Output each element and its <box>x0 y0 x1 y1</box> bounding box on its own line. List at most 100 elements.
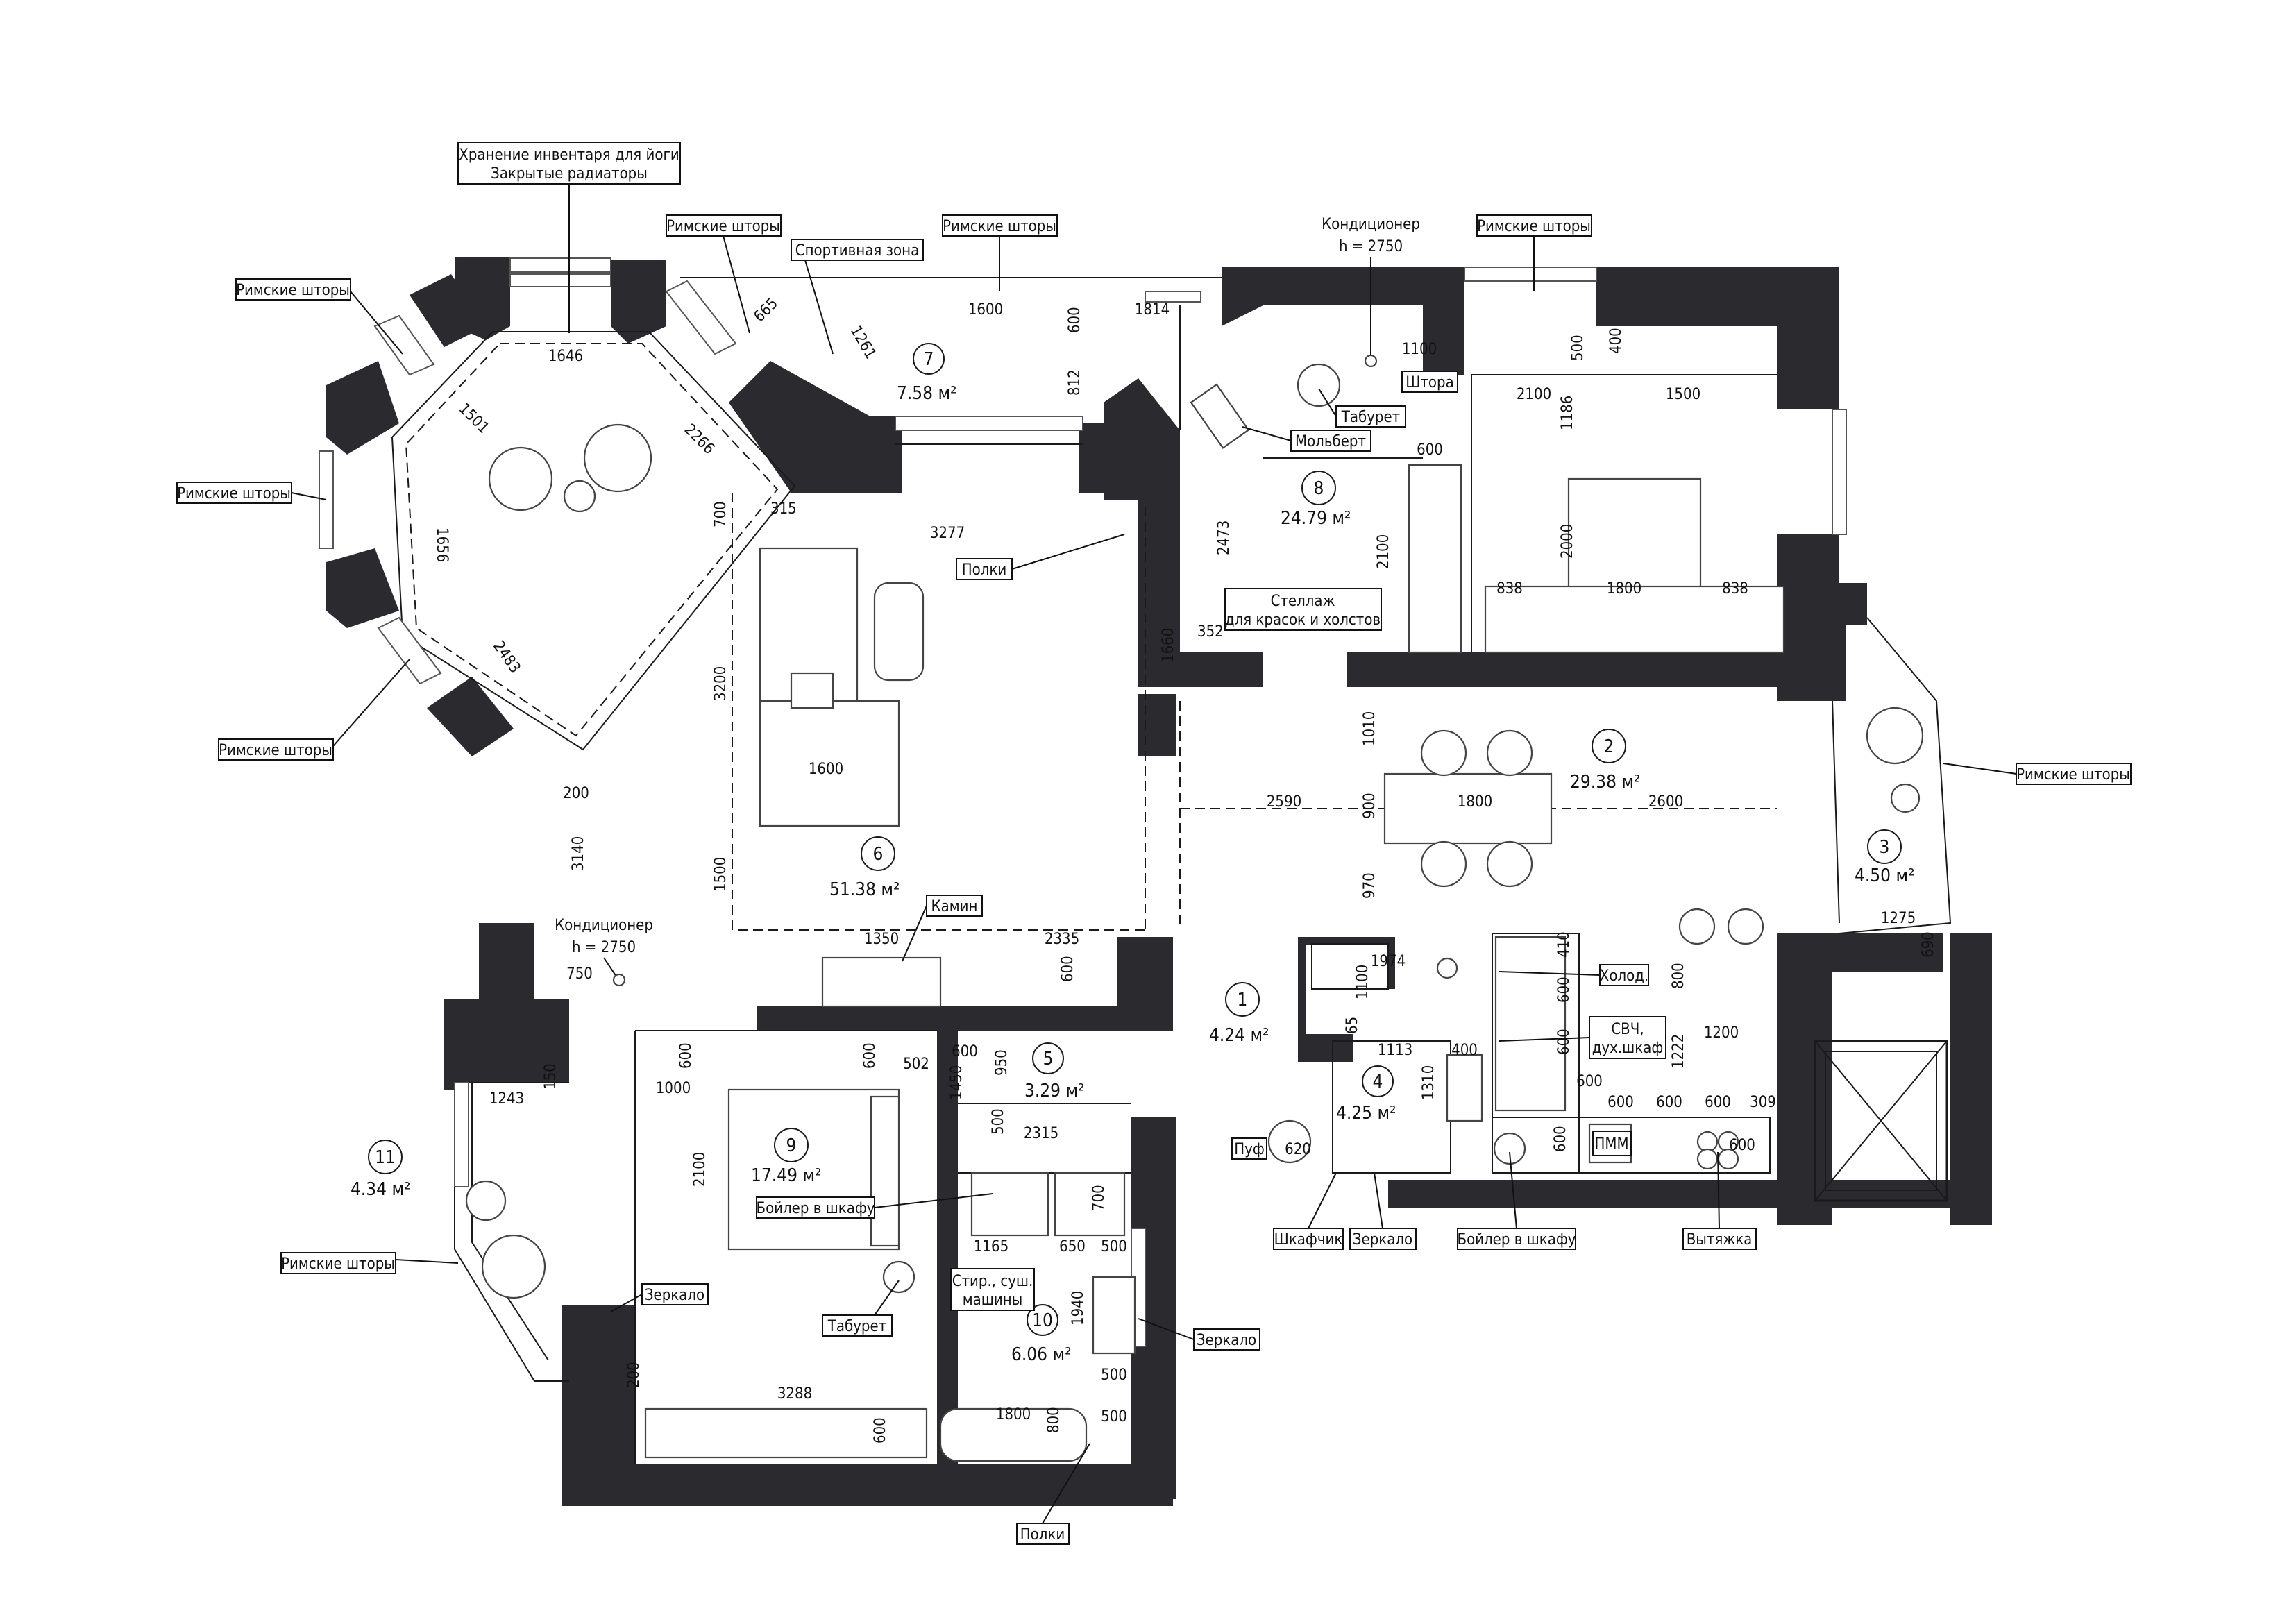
dim-text: 600 <box>1555 976 1573 1003</box>
room-8: 8 24.79 м² <box>1281 471 1351 529</box>
shelves-label: Полки <box>1020 1526 1065 1543</box>
dim-text: 838 <box>1722 580 1748 598</box>
dim-text: 3277 <box>930 525 965 542</box>
dim-text: 2100 <box>691 1152 709 1187</box>
dim-text: 1350 <box>864 931 899 948</box>
callout-cabinet: Шкафчик <box>1273 1172 1344 1250</box>
mirror-label: Зеркало <box>645 1287 704 1304</box>
boiler-label: Бойлер в шкафу <box>756 1200 875 1217</box>
room-11: 11 4.34 м² <box>351 1140 411 1200</box>
dim-text: 150 <box>542 1063 559 1090</box>
room-labels: 1 4.24 м² 2 29.38 м² 3 4.50 м² 4 4.25 м²… <box>351 343 1915 1365</box>
dim-text: 950 <box>993 1049 1011 1076</box>
dim-text: 1974 <box>1371 953 1406 970</box>
hood-label: Вытяжка <box>1687 1231 1753 1249</box>
dim-text: 1261 <box>847 323 879 362</box>
dim-text: 1100 <box>1402 341 1437 358</box>
room-3: 3 4.50 м² <box>1855 829 1915 886</box>
dim-text: 1000 <box>656 1080 691 1097</box>
dim-text: 812 <box>1066 369 1083 396</box>
dim-text: 600 <box>1607 1094 1634 1111</box>
room-9-number: 9 <box>786 1135 797 1156</box>
callout-pouf: Пуф <box>1231 1137 1267 1160</box>
room-5-number: 5 <box>1043 1049 1054 1069</box>
callout-roman-blinds-1: Римские шторы <box>666 214 782 334</box>
dim-text: 620 <box>1285 1141 1311 1158</box>
dim-text: 309 <box>1750 1094 1776 1111</box>
stool-label: Табурет <box>827 1318 886 1335</box>
callout-stool-8: Табурет <box>1318 388 1406 428</box>
sport-zone-label: Спортивная зона <box>795 242 919 260</box>
dim-text: 2100 <box>1517 386 1551 403</box>
fridge-label: Холод. <box>1600 967 1648 985</box>
dim-text: 1200 <box>1704 1024 1739 1042</box>
callout-ac-left: Кондиционер h = 2750 <box>555 917 653 987</box>
room-3-area: 4.50 м² <box>1855 865 1915 886</box>
callout-washer: Стир., суш. машины <box>950 1268 1035 1311</box>
callout-roman-blinds-5: Римские шторы <box>176 482 327 504</box>
cabinet-label: Шкафчик <box>1274 1231 1343 1249</box>
boiler-label: Бойлер в шкафу <box>1457 1231 1576 1249</box>
callout-rack: Стеллаж для красок и холстов <box>1224 588 1382 631</box>
roman-blinds-label: Римские шторы <box>236 282 350 299</box>
dim-text: 970 <box>1361 872 1378 899</box>
dim-text: 2100 <box>1375 534 1392 569</box>
rack-label: Стеллаж <box>1271 593 1335 610</box>
dim-text: 1501 <box>455 400 492 437</box>
roman-blinds-label: Римские шторы <box>177 485 291 502</box>
dim-text: 1646 <box>548 348 583 365</box>
dim-text: 1814 <box>1135 301 1170 319</box>
callout-stool-9: Табурет <box>822 1280 900 1337</box>
dim-text: 1940 <box>1070 1291 1087 1326</box>
dim-text: 1186 <box>1559 396 1576 430</box>
room-7: 7 7.58 м² <box>897 343 957 404</box>
dim-text: 600 <box>1656 1094 1682 1111</box>
callout-mirror-10: Зеркало <box>1138 1318 1260 1351</box>
roman-blinds-label: Римские шторы <box>943 218 1056 235</box>
callouts: Хранение инвентаря для йоги Закрытые рад… <box>176 142 2132 1545</box>
callout-curtain: Штора <box>1401 371 1458 393</box>
dim-text: 500 <box>1101 1367 1127 1384</box>
dim-text: 900 <box>1361 793 1378 819</box>
room-4-number: 4 <box>1373 1072 1383 1092</box>
ac-height-label: h = 2750 <box>1339 238 1403 255</box>
callout-mirror-9: Зеркало <box>610 1283 709 1312</box>
callout-boiler-kitchen: Бойлер в шкафу <box>1457 1151 1576 1250</box>
callout-shelves-bath: Полки <box>1016 1443 1090 1545</box>
dim-text: 1800 <box>1607 580 1641 598</box>
roman-blinds-label: Римские шторы <box>281 1255 395 1273</box>
callout-mirror-4: Зеркало <box>1349 1172 1417 1250</box>
dim-text: 600 <box>1729 1137 1755 1154</box>
dim-text: 2483 <box>489 638 523 677</box>
room-5-area: 3.29 м² <box>1024 1081 1085 1101</box>
dim-text: 665 <box>751 295 782 325</box>
dim-text: 1600 <box>968 301 1003 319</box>
rack-sub-label: для красок и холстов <box>1225 611 1381 629</box>
callout-boiler-bedroom: Бойлер в шкафу <box>756 1193 993 1219</box>
dishwasher-label: ПММ <box>1594 1135 1628 1153</box>
dim-text: 500 <box>1569 335 1587 361</box>
dim-text: 502 <box>903 1056 929 1073</box>
room-1: 1 4.24 м² <box>1209 982 1269 1046</box>
dim-text: 600 <box>1066 307 1083 333</box>
callout-dishwasher: ПММ <box>1592 1131 1632 1156</box>
callout-hood: Вытяжка <box>1682 1151 1757 1250</box>
room-2-number: 2 <box>1604 736 1614 757</box>
dim-text: 700 <box>712 501 729 527</box>
dim-text: 3288 <box>777 1385 812 1403</box>
room-10: 10 6.06 м² <box>1011 1304 1072 1365</box>
dim-text: 2315 <box>1024 1125 1058 1142</box>
dim-text: 800 <box>1045 1407 1063 1433</box>
dim-text: 700 <box>1090 1185 1108 1211</box>
shelves-label: Полки <box>962 561 1006 579</box>
room-8-number: 8 <box>1314 478 1324 499</box>
mirror-label: Зеркало <box>1353 1231 1412 1249</box>
dim-text: 1010 <box>1361 711 1378 746</box>
mirror-label: Зеркало <box>1197 1332 1256 1349</box>
room-4: 4 4.25 м² <box>1336 1065 1396 1124</box>
dim-text: 600 <box>1552 1126 1569 1152</box>
dim-text: 315 <box>770 500 797 518</box>
callout-roman-blinds-6: Римские шторы <box>218 659 410 761</box>
dim-text: 2600 <box>1648 793 1683 811</box>
